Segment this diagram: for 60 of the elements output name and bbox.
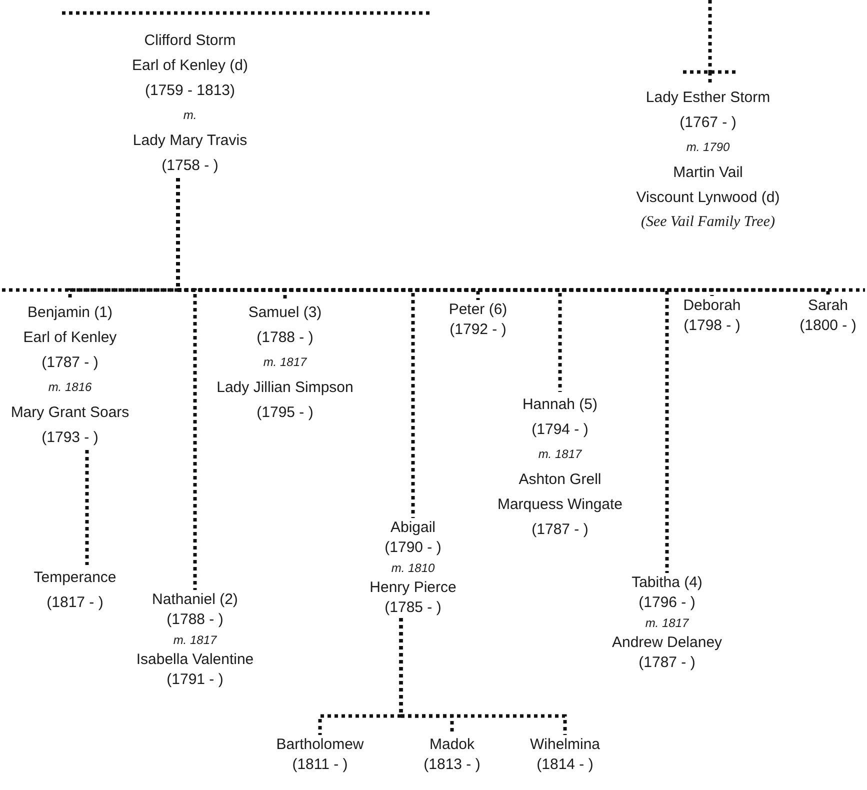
person-entry: (1790 - ) (384, 538, 442, 558)
person-entry: Henry Pierce (370, 578, 456, 598)
person-entry: Andrew Delaney (612, 633, 722, 653)
person-entry: (1785 - ) (384, 598, 442, 618)
person-entry: (1795 - ) (256, 403, 314, 423)
person-entry: (1787 - ) (638, 653, 696, 673)
person-entry: Ashton Grell (518, 470, 602, 490)
person-entry: (1793 - ) (42, 428, 98, 448)
person-entry: Earl of Kenley (d) (132, 56, 248, 76)
person-entry: Lady Mary Travis (132, 131, 248, 151)
person-entry: (1798 - ) (684, 316, 740, 336)
person-entry: (1814 - ) (536, 755, 594, 775)
person-entry: Nathaniel (2) (152, 590, 238, 610)
lineage-line (85, 450, 89, 565)
person-entry: (1788 - ) (256, 328, 314, 348)
person-entry: Abigail (390, 518, 436, 538)
person-entry: Viscount Lynwood (d) (636, 188, 780, 208)
marriage-note: m. 1817 (538, 446, 582, 463)
person-entry: (1787 - ) (532, 520, 588, 540)
cross-reference-note: (See Vail Family Tree) (641, 213, 775, 232)
person-entry: (1817 - ) (46, 593, 104, 613)
lineage-line (399, 618, 567, 735)
person-entry: (1788 - ) (166, 610, 224, 630)
person-entry: (1759 - 1813) (144, 81, 236, 101)
person-entry: Temperance (34, 568, 116, 588)
person-entry: Earl of Kenley (23, 328, 117, 348)
person-entry: Bartholomew (276, 735, 364, 755)
person-entry: Lady Jillian Simpson (216, 378, 354, 398)
person-entry: Martin Vail (673, 163, 743, 183)
person-entry: Hannah (5) (522, 395, 598, 415)
person-entry: (1767 - ) (680, 113, 736, 133)
marriage-note: m. 1810 (391, 560, 435, 577)
person-entry: Sarah (808, 296, 848, 316)
person-entry: Madok (429, 735, 474, 755)
person-entry: (1787 - ) (42, 353, 98, 373)
person-entry: Tabitha (4) (632, 573, 702, 593)
person-entry: Isabella Valentine (136, 650, 254, 670)
marriage-note: m. 1817 (263, 354, 307, 371)
person-entry: (1791 - ) (166, 670, 224, 690)
person-entry: Peter (6) (448, 300, 508, 320)
person-entry: Benjamin (1) (27, 303, 113, 323)
person-entry: Deborah (683, 296, 741, 316)
person-entry: Samuel (3) (248, 303, 322, 323)
person-entry: Marquess Wingate (497, 495, 623, 515)
person-entry: Wihelmina (530, 735, 600, 755)
marriage-note: m. (183, 107, 197, 124)
marriage-note: m. 1817 (173, 632, 217, 649)
person-entry: (1811 - ) (292, 755, 348, 775)
person-entry: (1758 - ) (162, 156, 218, 176)
person-entry: (1813 - ) (424, 755, 480, 775)
person-entry: (1794 - ) (532, 420, 588, 440)
person-entry: Clifford Storm (144, 31, 236, 51)
person-entry: (1792 - ) (450, 320, 506, 340)
person-entry: Lady Esther Storm (646, 88, 770, 108)
person-entry: (1796 - ) (638, 593, 696, 613)
person-entry: Mary Grant Soars (10, 403, 130, 423)
marriage-note: m. 1790 (686, 139, 730, 156)
marriage-note: m. 1817 (645, 615, 689, 632)
marriage-note: m. 1816 (48, 379, 92, 396)
person-entry: (1800 - ) (800, 316, 856, 336)
